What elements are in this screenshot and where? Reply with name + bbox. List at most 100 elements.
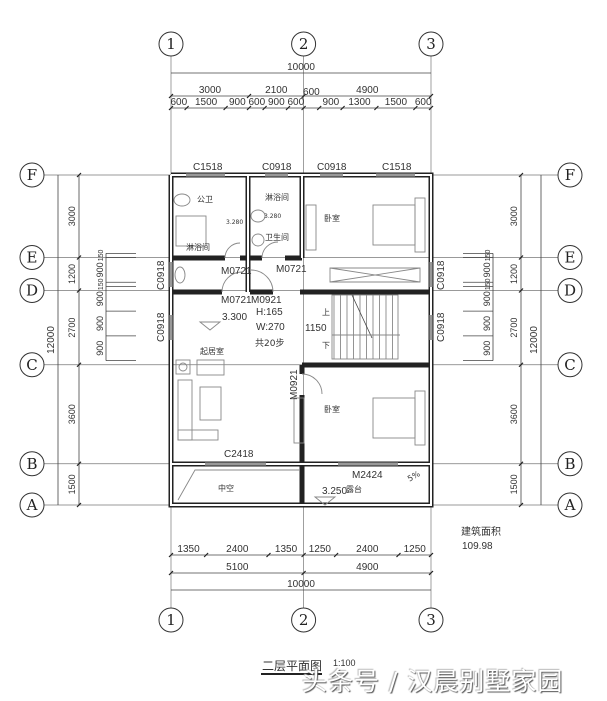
label-m0921-b: M0921 — [289, 369, 300, 400]
dim-top-detail-tick — [168, 105, 174, 111]
dim-left-segments-tick — [76, 461, 82, 467]
dim-top-middle-label: 3000 — [199, 85, 222, 96]
dim-right-segments-label: 1500 — [509, 474, 519, 494]
watermark: 头条号 / 汉晨别墅家园 — [302, 667, 564, 696]
axis-bubble-1 — [158, 607, 184, 633]
dim-top-detail-label: 600 — [415, 97, 432, 108]
title-scale: 1:100 — [333, 658, 356, 668]
axis-bubble-2 — [291, 31, 317, 57]
axis-label-A: A — [564, 496, 576, 514]
wardrobe-bottom — [293, 397, 305, 444]
dim-left-segments-tick — [76, 255, 82, 260]
axis-label-3: 3 — [426, 35, 436, 53]
dim-top-detail-label: 900 — [323, 97, 340, 108]
dim-top-detail-label: 900 — [268, 97, 285, 108]
dim-left-segments-label: 1500 — [67, 474, 77, 494]
dim-left-segments-tick — [76, 172, 82, 178]
dim-right-detail-label: 900 — [482, 291, 492, 306]
dim-bottom-detail-label: 1250 — [309, 544, 332, 555]
label-c1518-left: C1518 — [193, 162, 223, 173]
stair-down: 下 — [322, 341, 330, 350]
dim-top-detail-tick — [262, 105, 268, 111]
label-c0918-top2: C0918 — [317, 162, 347, 173]
dim-right-detail-label: 150 — [485, 249, 492, 261]
axis-label-D: D — [564, 282, 576, 300]
dim-top-total: 10000 — [287, 62, 315, 73]
dim-right-segments-tick — [518, 172, 524, 178]
dim-bottom-detail-tick — [396, 552, 401, 558]
dim-bottom-detail-tick — [428, 552, 434, 558]
area-value: 109.98 — [462, 541, 493, 552]
dim-top-middle-tick — [246, 93, 252, 99]
dim-right-detail-label: 900 — [482, 316, 492, 331]
label-m2424: M2424 — [352, 470, 383, 481]
dim-top-detail-tick — [246, 105, 252, 111]
dim-top-detail-tick — [412, 105, 418, 111]
dim-top-detail-label: 600 — [248, 97, 265, 108]
label-c0918-right1: C0918 — [436, 260, 447, 290]
dim-bottom-detail-label: 1250 — [404, 544, 427, 555]
dim-top-middle-tick — [428, 93, 434, 99]
dim-bottom-detail-label: 1350 — [177, 544, 200, 555]
stair-steps: 共20步 — [255, 338, 284, 349]
dim-left-detail-label: 900 — [95, 291, 105, 306]
toilet-left — [173, 193, 191, 207]
dim-bottom-detail-tick — [301, 552, 307, 558]
dim-bottom-detail-label: 1350 — [275, 544, 298, 555]
dim-top-detail-tick — [373, 105, 379, 111]
dim-top-detail-label: 1500 — [195, 97, 218, 108]
dim-top-detail-tick — [316, 105, 322, 111]
axis-bubble-3 — [418, 31, 444, 57]
axis-label-E: E — [27, 249, 38, 267]
axis-bubble-C — [557, 352, 583, 378]
dim-bottom-detail-tick — [333, 552, 339, 558]
dim-top-middle-label: 2100 — [265, 85, 288, 96]
level-wc2: 3.280 — [264, 213, 281, 220]
label-m0721-b: M0721 — [276, 264, 307, 275]
basin-hall — [174, 266, 186, 284]
room-living: 起居室 — [200, 346, 224, 356]
level-wc1: 3.280 — [226, 219, 243, 226]
dim-top-detail-tick — [285, 105, 291, 111]
dim-bottom-middle-tick — [428, 570, 434, 576]
opening-labels: C1518 C0918 C0918 C1518 C0918 C0918 C091… — [156, 162, 447, 481]
dim-left-detail-label: 150 — [98, 249, 105, 261]
axis-label-B: B — [26, 455, 37, 473]
dim-bottom-middle-tick — [168, 570, 174, 576]
axis-label-C: C — [26, 356, 37, 374]
level-terrace: 3.250 — [322, 486, 347, 497]
axis-bubble-A — [19, 492, 45, 518]
drawing-title: 二层平面图 1:100 — [261, 658, 356, 675]
dim-top-detail-label: 1500 — [385, 97, 408, 108]
dim-top-middle-label: 4900 — [356, 85, 379, 96]
area-note: 建筑面积 109.98 — [461, 525, 501, 552]
dim-top-detail-label: 600 — [170, 97, 187, 108]
dim-bottom-middle-label: 5100 — [226, 562, 249, 573]
dim-right-segments-tick — [518, 362, 524, 368]
dim-right-detail-label: 900 — [482, 341, 492, 356]
dim-right-segments-tick — [518, 461, 524, 467]
dim-right-detail-label: 150 — [485, 278, 492, 290]
label-c0918-top1: C0918 — [262, 162, 292, 173]
dim-right-segments-label: 2700 — [509, 318, 519, 338]
dim-bottom-total: 10000 — [287, 579, 315, 590]
dim-top-middle-tick — [301, 93, 307, 99]
dim-bottom-detail-label: 2400 — [356, 544, 379, 555]
dim-bottom-detail-tick — [168, 552, 174, 558]
room-shower-left: 淋浴间 — [186, 242, 210, 252]
room-void: 中空 — [218, 483, 234, 493]
stair-tread-width: W:270 — [256, 322, 285, 333]
dim-right-segments-label: 3600 — [509, 404, 519, 424]
area-label: 建筑面积 — [461, 525, 501, 538]
axis-bubble-A — [557, 492, 583, 518]
dim-right-segments-tick — [518, 502, 524, 508]
dim-left-segments-label: 3000 — [67, 206, 77, 226]
axis-label-1: 1 — [166, 611, 176, 629]
bed-bottom — [372, 397, 416, 439]
dim-bottom-detail-tick — [266, 552, 271, 558]
axis-label-2: 2 — [299, 611, 309, 629]
room-labels: 公卫 淋浴间 淋浴间 卫生间 卧室 卧室 起居室 中空 露台 — [186, 192, 362, 494]
door-swings — [221, 241, 323, 395]
